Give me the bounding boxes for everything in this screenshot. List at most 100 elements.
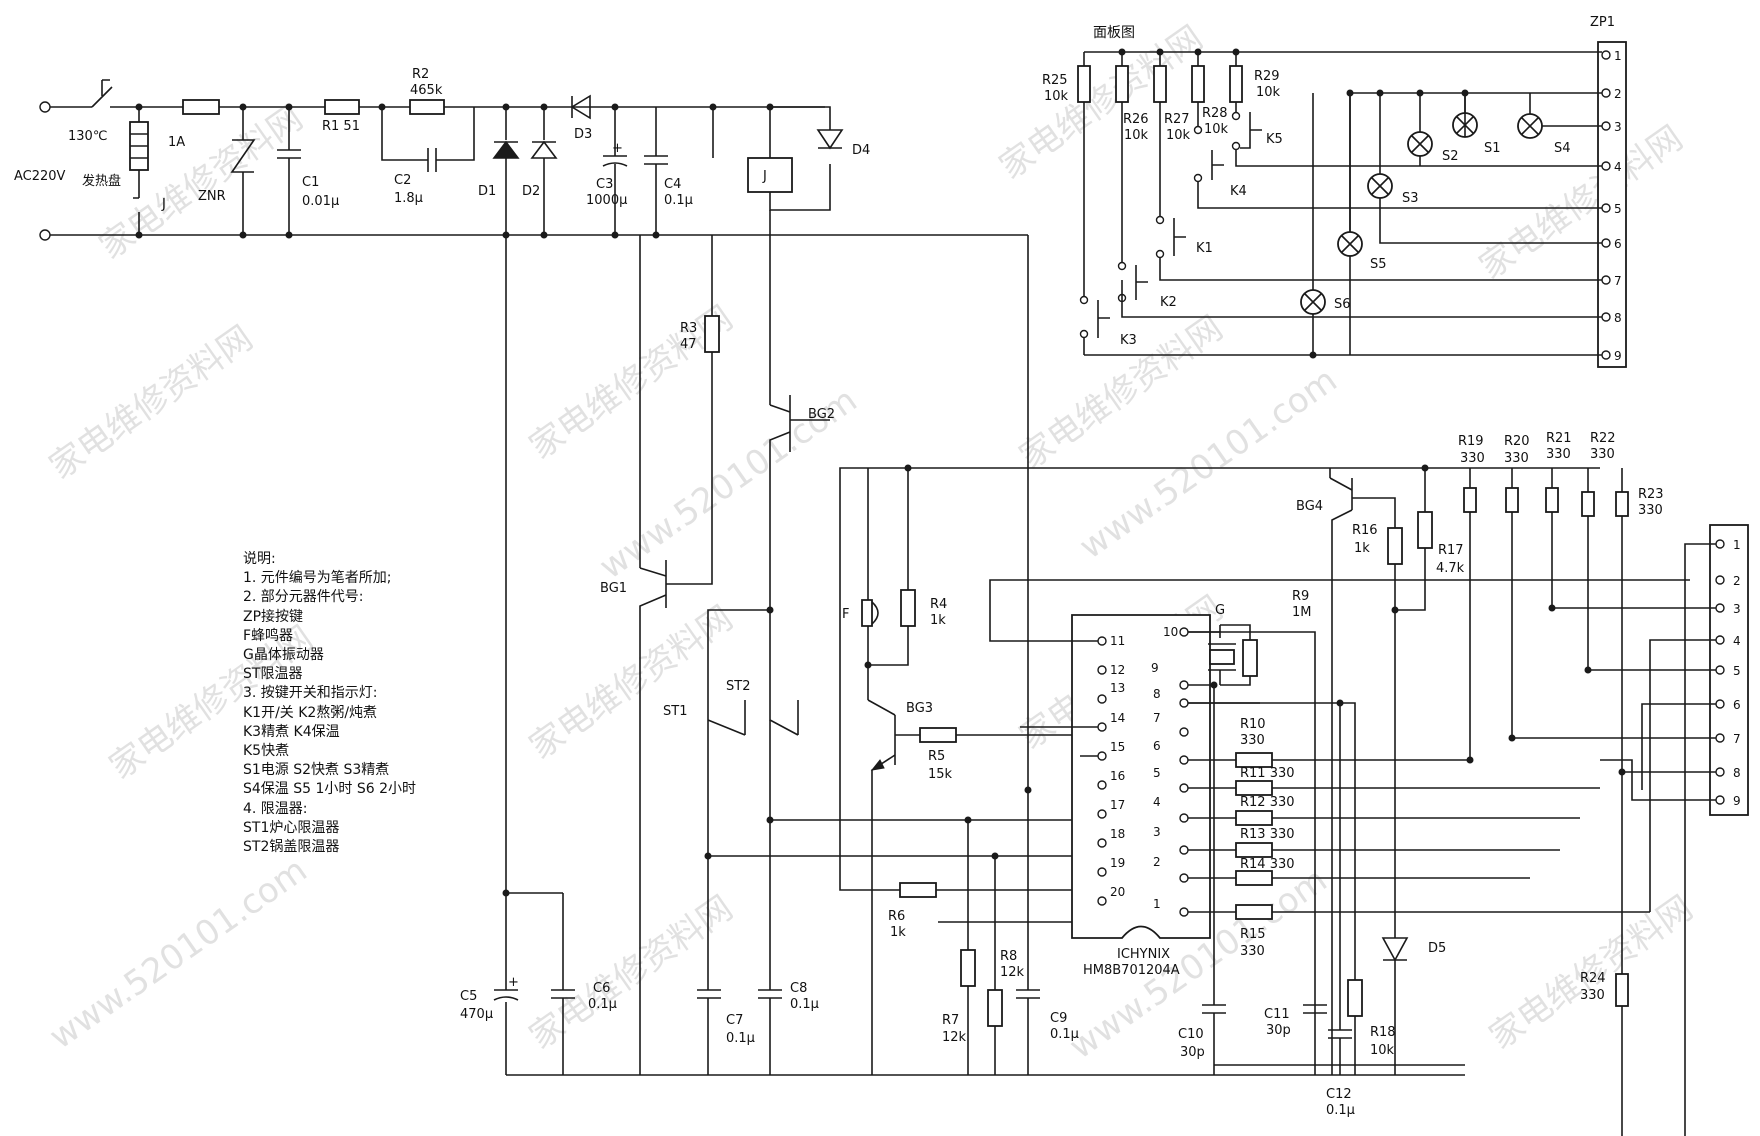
r18-label: R18 [1370,1025,1396,1040]
ac-input-label: AC220V [14,169,66,184]
zp1-pin: 6 [1614,237,1622,251]
ic-pin: 5 [1153,766,1161,780]
r29-value: 10k [1256,85,1281,100]
r2-label: R2 [412,67,429,82]
svg-text:+: + [612,141,623,156]
r7-label: R7 [942,1013,959,1028]
r21-value: 330 [1546,447,1571,462]
r28-label: R28 [1202,106,1228,121]
zp1-pin: 3 [1614,120,1622,134]
k1-label: K1 [1196,241,1213,256]
r20-value: 330 [1504,451,1529,466]
bg3-label: BG3 [906,701,933,716]
note-line: 2. 部分元器件代号: [243,589,364,606]
s3-label: S3 [1402,191,1419,206]
r11-label: R11 330 [1240,766,1295,781]
ic-pin: 2 [1153,855,1161,869]
c3-value: 1000μ [586,193,627,208]
ic-pin: 6 [1153,739,1161,753]
c12-label: C12 [1326,1087,1352,1102]
relay-label: J [762,169,767,184]
r2-value: 465k [410,83,443,98]
r16-label: R16 [1352,523,1378,538]
note-line: ST2锅盖限温器 [243,839,340,856]
r15-label: R15 [1240,927,1266,942]
r25-value: 10k [1044,89,1069,104]
r21-label: R21 [1546,431,1572,446]
znr-label: ZNR [198,189,226,204]
r5-label: R5 [928,749,945,764]
st2-label: ST2 [726,679,750,694]
note-line: 4. 限温器: [243,800,308,817]
r24-label: R24 [1580,971,1606,986]
c10-label: C10 [1178,1027,1204,1042]
zp1-pin: 5 [1614,202,1622,216]
relay-contact-label: J [161,197,166,212]
r12-label: R12 330 [1240,795,1295,810]
c8-label: C8 [790,981,807,996]
watermark-text: 家电维修资料网 [42,318,260,487]
resistor-r17 [1417,511,1433,549]
ic-pin: 13 [1110,681,1125,695]
indicator-lamps: S2 S1 S4 S3 S5 [1300,89,1602,359]
note-line: K1开/关 K2熬粥/炖煮 [243,704,378,721]
zp1-pin: 9 [1614,349,1622,363]
resistor-r24 [1615,973,1629,1007]
s5-label: S5 [1370,257,1387,272]
resistor-r22 [1581,491,1595,517]
watermark-text: 家电维修资料网 [1472,118,1690,287]
c1-value: 0.01μ [302,194,339,209]
c5-label: C5 [460,989,477,1004]
relay-coil [747,157,793,193]
resistor-r7 [960,949,976,987]
r8-value: 12k [1000,965,1025,980]
ic-pin: 19 [1110,856,1125,870]
r9-value: 1M [1292,605,1312,620]
power-supply-section: AC220V 130℃ 发热盘 J 1A ZNR C1 0.01μ R1 51 [14,67,1028,241]
resistor-r1 [324,99,360,115]
note-line: G晶体振动器 [243,647,324,664]
note-line: 说明: [243,551,276,567]
ac-terminal-top [39,101,51,113]
r22-label: R22 [1590,431,1616,446]
s6-label: S6 [1334,297,1351,312]
c9-label: C9 [1050,1011,1067,1026]
ic-pin: 16 [1110,769,1125,783]
resistor-r29 [1229,65,1243,103]
r27-label: R27 [1164,112,1190,127]
k2-label: K2 [1160,295,1177,310]
watermark-text: 家电维修资料网 [92,98,310,267]
ic-pin: 8 [1153,687,1161,701]
ic-pin: 12 [1110,663,1125,677]
zp1-label: ZP1 [1590,15,1615,30]
c7-value: 0.1μ [726,1031,755,1046]
connector-pin: 7 [1733,732,1741,746]
ic-pin: 20 [1110,885,1125,899]
note-line: K3精煮 K4保温 [243,723,340,740]
c2-label: C2 [394,173,411,188]
svg-text:+: + [508,975,519,990]
zp1-pin: 7 [1614,274,1622,288]
ac-terminal-bottom [39,229,51,241]
resistor-r2 [409,99,445,115]
r4-value: 1k [930,613,946,628]
ic-pin: 17 [1110,798,1125,812]
resistor-r4 [900,589,916,627]
connector-pin: 1 [1733,538,1741,552]
zp1-pin: 2 [1614,87,1622,101]
ic-pin: 11 [1110,634,1125,648]
resistor-r25 [1077,65,1091,103]
connector-pin: 5 [1733,664,1741,678]
d4-label: D4 [852,143,870,158]
resistor-r21 [1545,487,1559,513]
resistor-r9 [1242,639,1258,677]
fuse [182,99,220,115]
r3-label: R3 [680,321,697,336]
r26-value: 10k [1124,128,1149,143]
resistor-r6 [899,882,937,898]
bg1-label: BG1 [600,581,627,596]
r5-value: 15k [928,767,953,782]
bg2-label: BG2 [808,407,835,422]
r24-value: 330 [1580,988,1605,1003]
resistor-r26 [1115,65,1129,103]
